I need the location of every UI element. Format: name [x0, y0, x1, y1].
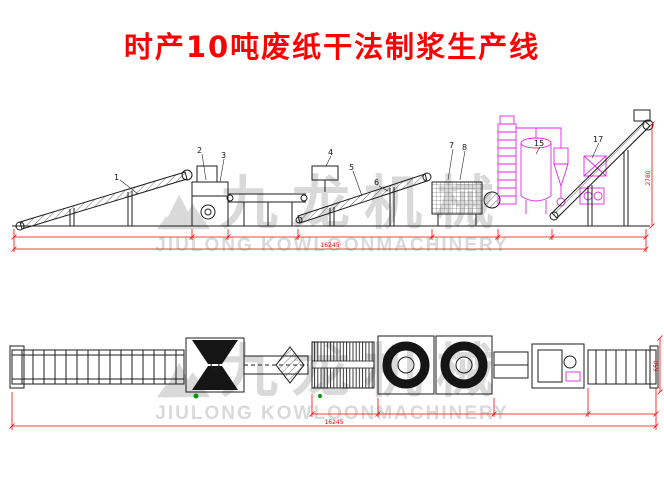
- part-label-text: 4: [328, 148, 333, 157]
- discharge-machinery-plan: [493, 343, 585, 389]
- part-label-text: 15: [534, 139, 544, 148]
- part-label-text: 3: [221, 151, 226, 160]
- part-label-5: 5: [349, 163, 363, 197]
- dim-width: 650: [653, 360, 660, 372]
- part-label-text: 6: [374, 178, 379, 187]
- left-roller-conveyor-plan: [9, 345, 185, 389]
- part-label-4: 4: [325, 148, 333, 167]
- magnetic-separator: [311, 165, 339, 192]
- green-mark: [318, 394, 322, 398]
- plan-view-drawing: 16245 650: [9, 335, 663, 430]
- screw-conveyor-plan: [243, 346, 322, 398]
- part-label-3: 3: [219, 151, 226, 183]
- dim-overall-length: 16245: [324, 419, 343, 426]
- part-label-text: 17: [593, 135, 603, 144]
- part-label-text: 7: [449, 141, 454, 150]
- part-label-6: 6: [374, 178, 389, 192]
- part-label-text: 1: [114, 173, 119, 182]
- part-label-7: 7: [447, 141, 454, 181]
- pulper-units-plan: [377, 335, 493, 395]
- part-label-text: 8: [462, 143, 467, 152]
- transfer-conveyor: [226, 193, 308, 226]
- dim-overall-length: 16245: [320, 242, 339, 249]
- part-label-15: 15: [534, 139, 544, 155]
- elevation-dimensions: 16245 2780: [11, 121, 655, 252]
- plan-dimensions: 16245 650: [9, 335, 663, 430]
- part-label-1: 1: [114, 173, 139, 195]
- elevation-view-drawing: 1 2 3 4 5 6 7 8: [11, 109, 655, 252]
- vibrating-screen: [431, 181, 501, 226]
- part-label-2: 2: [197, 146, 207, 181]
- inclined-belt-conveyor: [295, 172, 432, 226]
- part-label-text: 2: [197, 146, 202, 155]
- page-title: 时产10吨废纸干法制浆生产线: [123, 30, 541, 64]
- part-label-8: 8: [459, 143, 467, 181]
- dim-height: 2780: [645, 170, 652, 185]
- right-roller-conveyor-plan: [587, 345, 659, 389]
- dust-removal-system: [497, 115, 607, 214]
- shredder-plan: [185, 337, 245, 399]
- discharge-conveyor: [549, 109, 654, 227]
- part-label-text: 5: [349, 163, 354, 172]
- shredder-machine: [191, 165, 229, 227]
- green-mark: [193, 393, 199, 399]
- infeed-chain-conveyor: [15, 169, 193, 231]
- belt-conveyor-plan: [311, 341, 375, 389]
- part-label-17: 17: [591, 135, 603, 159]
